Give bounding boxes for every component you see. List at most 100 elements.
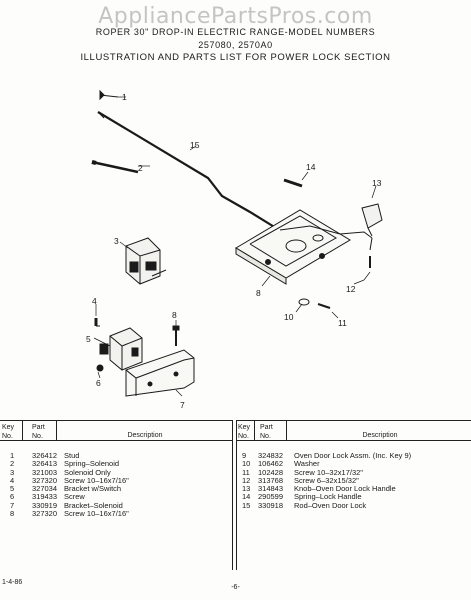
bracket-switch-part [99,327,143,371]
key-number: 9 [242,451,247,460]
callout-14: 14 [306,162,316,172]
key-number: 3 [10,467,15,477]
table-row: 1 326412 Stud [0,451,232,460]
model-numbers: 257080, 2570A0 [198,40,273,50]
part-number: 327320 [32,475,58,485]
key-number: 12 [242,475,251,485]
table-row: 15 330918 Rod–Oven Door Lock [236,500,471,510]
rod-part [97,111,277,229]
part-description: Screw [64,492,85,502]
part-description: Spring–Lock Handle [294,492,362,502]
key-number: 1 [10,451,15,460]
screw-4-part [94,318,100,327]
table-row: 6 319433 Screw [0,492,232,502]
part-number: 314843 [258,484,284,494]
part-number: 102428 [258,467,284,477]
screw-6-part [96,364,104,372]
callout-2: 2 [138,163,143,173]
part-number: 319433 [32,492,58,502]
part-number: 313768 [258,475,284,485]
table-row: 2 326413 Spring–Solenoid [0,459,232,469]
callout-15: 15 [190,140,200,150]
key-number: 11 [242,467,250,477]
section-title: ILLUSTRATION AND PARTS LIST FOR POWER LO… [80,52,391,63]
key-number: 6 [10,492,15,502]
key-number: 2 [10,459,15,469]
bracket-solenoid-part [125,349,195,397]
part-number: 327034 [32,484,58,494]
parts-diagram: 1 2 3 4 5 6 7 8 8 10 11 12 13 14 15 [86,89,383,410]
part-number: 106462 [258,459,284,469]
part-number: 326412 [32,451,58,460]
model-title: ROPER 30" DROP-IN ELECTRIC RANGE-MODEL N… [95,27,376,37]
key-number: 8 [10,509,15,519]
part-description: Screw 10–32x17/32" [294,467,363,477]
spring-solenoid-part [91,160,139,174]
table-row: 4 327320 Screw 10–16x7/16" [0,475,232,485]
part-number: 327320 [32,509,58,519]
part-description: Stud [64,451,80,460]
description-header-left: Description [127,432,163,439]
callout-11: 11 [338,318,347,328]
key-number: 7 [10,500,15,510]
table-row: 9 324832 Oven Door Lock Assm. (Inc. Key 9) [236,451,471,460]
part-description: Oven Door Lock Assm. (Inc. Key 9) [294,451,412,460]
key-number: 14 [242,492,251,502]
callout-13: 13 [372,178,382,188]
description-header-right: Description [362,432,398,439]
leader-lines [93,96,377,397]
spring-lock-handle-part [283,178,303,188]
callout-3: 3 [114,236,119,246]
part-description: Washer [294,459,320,469]
revision-date: 1-4-86 [2,579,23,586]
part-description: Rod–Oven Door Lock [294,500,367,510]
callout-5: 5 [86,334,91,344]
table-row: 10 106462 Washer [236,459,471,469]
part-description: Spring–Solenoid [64,459,120,469]
right-parts-rows: 9 324832 Oven Door Lock Assm. (Inc. Key 9)… [236,451,471,510]
callout-8b: 8 [256,288,261,298]
page-number: -6- [231,584,240,591]
part-description: Bracket w/Switch [64,484,122,494]
stud-part [99,89,119,101]
callout-8a: 8 [172,310,177,320]
table-row: 11 102428 Screw 10–32x17/32" [236,467,471,477]
part-number: 324832 [258,451,284,460]
callout-1: 1 [122,92,127,102]
key-number: 15 [242,500,251,510]
part-description: Solenoid Only [64,467,111,477]
part-description: Screw 10–16x7/16" [64,475,129,485]
screw-8a-part [172,325,180,346]
watermark: AppliancePartsPros.com [98,4,373,29]
lock-assembly-part [235,209,373,285]
part-number: 330919 [32,500,58,510]
screw-11-part [317,303,331,309]
callout-12: 12 [346,284,356,294]
table-row: 12 313768 Screw 6–32x15/32" [236,475,471,485]
solenoid-part [125,237,167,285]
knob-part [361,203,383,237]
callout-7: 7 [180,400,185,410]
callout-10: 10 [284,312,294,322]
part-description: Bracket–Solenoid [64,500,123,510]
key-number: 4 [10,475,15,485]
part-number: 290599 [258,492,284,502]
key-number: 13 [242,484,251,494]
key-number: 10 [242,459,251,469]
part-description: Screw 6–32x15/32" [294,475,359,485]
key-number: 5 [10,484,15,494]
callout-6: 6 [96,378,101,388]
table-row: 14 290599 Spring–Lock Handle [236,492,471,502]
part-number: 330918 [258,500,284,510]
table-row: 7 330919 Bracket–Solenoid [0,500,232,510]
part-number: 326413 [32,459,58,469]
